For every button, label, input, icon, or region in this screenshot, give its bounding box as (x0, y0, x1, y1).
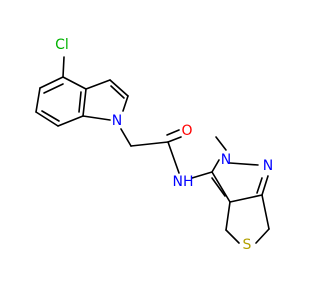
bond (167, 141, 180, 174)
bond (225, 201, 231, 231)
bond (130, 141, 169, 147)
bond (120, 128, 132, 147)
bond (261, 194, 270, 230)
bond (255, 228, 270, 244)
molecule-structure-diagram: Cl N O NH N N S (35, 37, 274, 253)
bond (229, 194, 263, 203)
bond (211, 177, 226, 197)
bond (41, 110, 60, 122)
bond (35, 111, 59, 127)
bond-layer (35, 56, 270, 244)
bond (82, 115, 111, 121)
pyrazole-n2-atom-label: N (263, 158, 273, 174)
bond (215, 136, 227, 151)
bond (211, 171, 231, 203)
bond (225, 229, 240, 244)
bond (85, 79, 111, 90)
bond (43, 83, 64, 94)
atom-label-layer: Cl N O NH N N S (55, 37, 273, 253)
carbonyl-oxygen-atom-label: O (181, 123, 192, 139)
bond (62, 56, 65, 78)
bond (35, 87, 41, 113)
bond (122, 95, 129, 112)
bond (78, 91, 82, 113)
bond (109, 79, 129, 97)
bond (82, 88, 87, 117)
bond (166, 129, 180, 136)
bond (261, 175, 269, 196)
pyrazole-n-methyl-atom-label: N (221, 152, 231, 168)
bond (191, 171, 213, 179)
bond (39, 76, 64, 89)
bond (62, 76, 87, 90)
bond (256, 177, 263, 194)
amide-nitrogen-atom-label: NH (173, 174, 194, 190)
bond (57, 115, 84, 127)
thiophene-sulfur-atom-label: S (243, 237, 252, 253)
bond (110, 85, 125, 99)
bond (167, 136, 182, 143)
indole-nitrogen-atom-label: N (112, 113, 122, 129)
chlorine-atom-label: Cl (55, 37, 69, 53)
bond (211, 159, 220, 173)
bond (229, 162, 259, 166)
